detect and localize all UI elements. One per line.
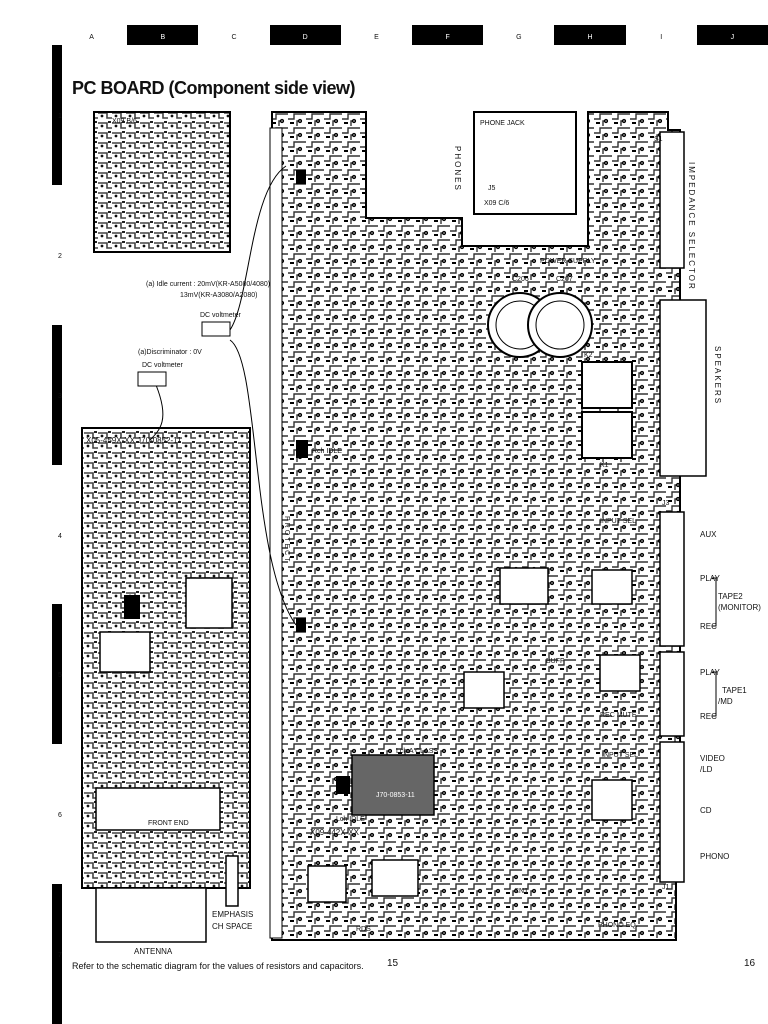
phone-jack-label: PHONE JACK xyxy=(480,120,525,127)
j5-label: J5 xyxy=(488,185,496,192)
ruler-row-5 xyxy=(52,604,62,745)
ruler-number: 7 xyxy=(58,952,62,960)
tape2-label: TAPE2 xyxy=(718,592,743,601)
rec-mute-label: REC MUTE xyxy=(600,712,637,719)
ruler-row-7 xyxy=(52,884,62,1024)
ruler-letter: B xyxy=(160,34,166,41)
ruler-cell-C: C xyxy=(198,25,269,45)
ruler-number: 5 xyxy=(58,672,62,680)
emphasis-label: EMPHASIS xyxy=(212,910,254,919)
buff-label: BUFF xyxy=(546,658,565,665)
ruler-number: 1 xyxy=(58,113,62,120)
input-sel-label-2: INPUT SEL xyxy=(602,752,639,759)
ruler-row-3 xyxy=(52,324,62,465)
grid-ruler-top: A B C D E F G H I J xyxy=(56,25,768,45)
front-end-label: FRONT END xyxy=(148,820,189,827)
jack-video: VIDEO xyxy=(700,754,725,763)
k2-label: K2 xyxy=(584,352,593,359)
ruler-cell-D: D xyxy=(269,25,341,45)
jack-ld: /LD xyxy=(700,765,713,774)
dc-voltmeter-label-1: DC voltmeter xyxy=(200,312,241,319)
ch-space-label: CH SPACE xyxy=(212,922,253,931)
ruler-cell-E: E xyxy=(341,25,412,45)
c207-label: C207 xyxy=(556,276,573,283)
ruler-row-1 xyxy=(52,45,62,185)
ruler-letter: I xyxy=(660,34,663,41)
ruler-cell-J: J xyxy=(696,25,768,45)
ruler-letter: H xyxy=(587,34,593,41)
phono-eq-label: PHONO EQ. xyxy=(598,922,638,929)
ruler-letter: G xyxy=(516,34,522,41)
rch-idle-label: Rch IDLE xyxy=(312,448,342,455)
c206-label: C206 xyxy=(512,276,529,283)
ruler-cell-F: F xyxy=(412,25,484,45)
md-label: /MD xyxy=(718,697,733,706)
k1-label: K1 xyxy=(600,462,609,469)
ruler-letter: A xyxy=(89,34,94,41)
ruler-cell-I: I xyxy=(626,25,697,45)
jack-play-tape1: PLAY xyxy=(700,668,720,677)
jack-aux: AUX xyxy=(700,530,717,539)
dc-voltmeter-label-2: DC voltmeter xyxy=(142,362,183,369)
ruler-cell-B: B xyxy=(127,25,199,45)
tuner-board-label: X05-459X-XX J70-0852-11 xyxy=(86,436,182,445)
j1-label: J1 xyxy=(662,884,670,891)
discriminator-note: (a)Discriminator : 0V xyxy=(138,349,202,356)
main-board-id: J70-0853-11 xyxy=(376,792,415,799)
ruler-letter: J xyxy=(730,34,735,41)
ruler-letter: E xyxy=(374,34,379,41)
s1-label: S1 xyxy=(654,136,663,143)
rds-label: RDS xyxy=(356,926,371,933)
jack-play-tape2: PLAY xyxy=(700,574,720,583)
j3-label: J3 xyxy=(662,500,670,507)
page-number-left: 15 xyxy=(387,958,399,969)
ruler-cell-G: G xyxy=(483,25,554,45)
ruler-cell-H: H xyxy=(554,25,626,45)
jack-rec-tape1: REC xyxy=(700,712,717,721)
antenna-label: ANTENNA xyxy=(134,947,173,956)
ruler-letter: C xyxy=(231,34,237,41)
phone-jack-board-id: X09 C/6 xyxy=(484,200,510,207)
ruler-number: 2 xyxy=(58,252,62,260)
monitor-label: (MONITOR) xyxy=(718,603,761,612)
footer-note: Refer to the schematic diagram for the v… xyxy=(72,961,364,971)
main-board-label: X09-442X-XX xyxy=(310,828,359,837)
tape1-label: TAPE1 xyxy=(722,686,747,695)
ruler-number: 6 xyxy=(58,812,62,820)
ruler-letter: D xyxy=(302,34,308,41)
grid-ruler-side xyxy=(52,45,62,1024)
jack-rec-tape2: REC xyxy=(700,622,717,631)
ruler-cell-A: A xyxy=(56,25,127,45)
lch-idle-label: Lch IDLE xyxy=(336,816,365,823)
power-supply-label: POWER SUPPLY xyxy=(540,258,596,265)
lch-a-class-label: Lch A CLASS xyxy=(396,748,439,755)
page-number-right: 16 xyxy=(744,958,756,969)
ruler-number: 4 xyxy=(58,532,62,540)
cn1-label: CN1 xyxy=(514,888,529,895)
idle-current-note-2: 13mV(KR-A3080/A2080) xyxy=(180,292,258,299)
ruler-letter: F xyxy=(445,34,450,41)
jack-cd: CD xyxy=(700,806,712,815)
ruler-number: 3 xyxy=(58,392,62,400)
board-label-x09-b6: X09 B/6 xyxy=(112,118,137,125)
jack-phono: PHONO xyxy=(700,852,730,861)
input-sel-label: INPUT SEL xyxy=(600,518,637,525)
page-title: PC BOARD (Component side view) xyxy=(72,78,356,98)
idle-current-note: (a) Idle current : 20mV(KR-A5080/4080) xyxy=(146,281,271,288)
